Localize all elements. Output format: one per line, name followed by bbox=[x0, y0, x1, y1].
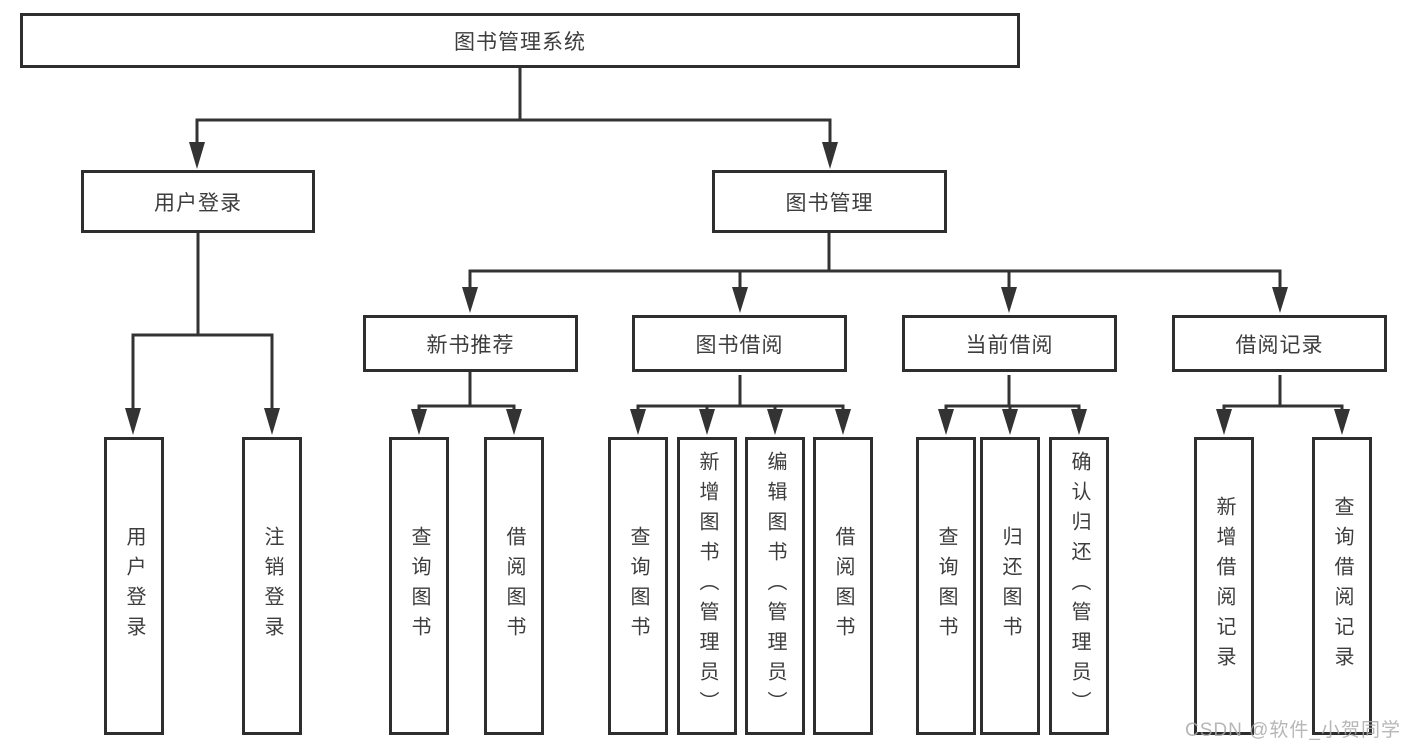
leaf-recommend-borrow-books-label: 借阅图书 bbox=[503, 526, 525, 646]
leaf-records-add-record: 新增借阅记录 bbox=[1194, 437, 1254, 735]
leaf-borrow-edit-books-admin: 编辑图书（管理员） bbox=[745, 437, 805, 735]
arrowhead bbox=[1216, 409, 1232, 435]
node-borrow-records-label: 借阅记录 bbox=[1235, 333, 1324, 357]
watermark: CSDN @软件_小贺同学 bbox=[1185, 720, 1401, 741]
leaf-borrow-borrow-books: 借阅图书 bbox=[813, 437, 873, 735]
arrowheads bbox=[125, 142, 1350, 435]
arrowhead bbox=[1002, 409, 1018, 435]
leaf-records-query-record-label: 查询借阅记录 bbox=[1331, 496, 1353, 676]
arrowhead bbox=[767, 409, 783, 435]
arrowhead bbox=[1334, 409, 1350, 435]
connector-userlogin-to-leaves bbox=[131, 233, 274, 410]
node-current-borrow-label: 当前借阅 bbox=[965, 333, 1054, 357]
arrowhead bbox=[630, 409, 646, 435]
arrowhead bbox=[1001, 287, 1017, 313]
node-book-management-label: 图书管理 bbox=[785, 191, 874, 215]
node-root: 图书管理系统 bbox=[20, 13, 1020, 68]
leaf-current-return-books-label: 归还图书 bbox=[999, 526, 1021, 646]
connector-borrow-to-leaves bbox=[636, 375, 845, 411]
leaf-current-return-books: 归还图书 bbox=[980, 437, 1040, 735]
arrowhead bbox=[125, 408, 141, 435]
node-root-label: 图书管理系统 bbox=[454, 30, 586, 54]
connector-root-to-branches bbox=[195, 68, 832, 144]
arrowhead bbox=[699, 409, 715, 435]
node-user-login-branch-label: 用户登录 bbox=[154, 191, 242, 215]
arrowhead bbox=[506, 409, 522, 435]
leaf-recommend-borrow-books: 借阅图书 bbox=[484, 437, 544, 735]
leaf-recommend-query-books: 查询图书 bbox=[389, 437, 449, 735]
arrowhead bbox=[264, 408, 280, 435]
arrowhead bbox=[411, 409, 427, 435]
node-borrow-records: 借阅记录 bbox=[1172, 315, 1387, 372]
leaf-current-query-books: 查询图书 bbox=[916, 437, 976, 735]
leaf-user-login: 用户登录 bbox=[104, 437, 164, 735]
leaf-records-add-record-label: 新增借阅记录 bbox=[1213, 496, 1235, 676]
node-new-book-recommend: 新书推荐 bbox=[363, 315, 578, 372]
arrowhead bbox=[835, 409, 851, 435]
arrowhead bbox=[938, 409, 954, 435]
node-book-borrow: 图书借阅 bbox=[632, 315, 847, 372]
node-current-borrow: 当前借阅 bbox=[902, 315, 1117, 372]
node-new-book-recommend-label: 新书推荐 bbox=[426, 333, 515, 357]
leaf-current-confirm-return-admin-label: 确认归还（管理员） bbox=[1068, 451, 1090, 721]
leaf-logout-login-label: 注销登录 bbox=[261, 526, 283, 646]
leaf-current-confirm-return-admin: 确认归还（管理员） bbox=[1049, 437, 1109, 735]
arrowhead bbox=[189, 142, 205, 169]
leaf-recommend-query-books-label: 查询图书 bbox=[408, 526, 430, 646]
leaf-logout-login: 注销登录 bbox=[242, 437, 302, 735]
arrowhead bbox=[1071, 409, 1087, 435]
leaf-borrow-query-books: 查询图书 bbox=[608, 437, 668, 735]
leaf-borrow-query-books-label: 查询图书 bbox=[627, 526, 649, 646]
leaf-borrow-add-books-admin-label: 新增图书（管理员） bbox=[696, 451, 718, 721]
arrowhead bbox=[462, 287, 478, 313]
arrowhead bbox=[1272, 287, 1288, 313]
arrowhead bbox=[732, 287, 748, 313]
leaf-records-query-record: 查询借阅记录 bbox=[1312, 437, 1372, 735]
leaf-borrow-edit-books-admin-label: 编辑图书（管理员） bbox=[764, 451, 786, 721]
node-book-management: 图书管理 bbox=[712, 170, 947, 233]
arrowhead bbox=[822, 142, 838, 169]
connector-records-to-leaves bbox=[1222, 375, 1344, 411]
connector-current-to-leaves bbox=[944, 375, 1081, 411]
node-user-login-branch: 用户登录 bbox=[81, 170, 315, 233]
connector-recommend-to-leaves bbox=[417, 372, 516, 411]
connector-bookmgmt-to-modules bbox=[468, 233, 1282, 289]
leaf-user-login-label: 用户登录 bbox=[123, 526, 145, 646]
node-book-borrow-label: 图书借阅 bbox=[695, 333, 784, 357]
leaf-current-query-books-label: 查询图书 bbox=[935, 526, 957, 646]
leaf-borrow-add-books-admin: 新增图书（管理员） bbox=[677, 437, 737, 735]
leaf-borrow-borrow-books-label: 借阅图书 bbox=[832, 526, 854, 646]
